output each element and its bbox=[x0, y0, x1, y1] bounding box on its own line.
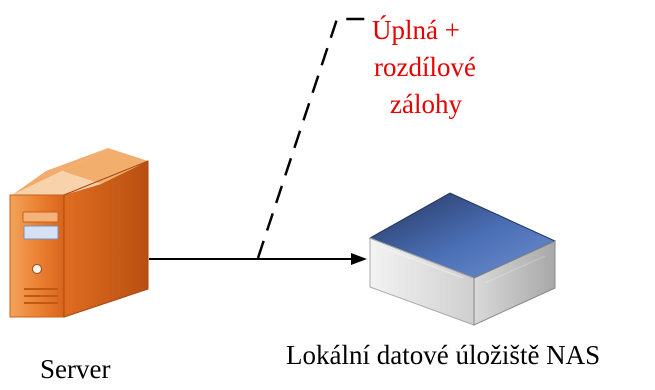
note-line-2: rozdílové bbox=[374, 52, 476, 82]
backup-note: Úplná + rozdílové zálohy bbox=[372, 12, 522, 123]
note-line-3: zálohy bbox=[390, 89, 462, 119]
server-tower-icon bbox=[9, 148, 149, 318]
dashed-leader-line bbox=[256, 17, 373, 259]
note-line-1: Úplná + bbox=[372, 15, 460, 45]
nas-label: Lokální datové úložiště NAS bbox=[286, 340, 601, 370]
nas-device-icon bbox=[368, 192, 557, 326]
server-label: Server bbox=[40, 354, 111, 384]
connection-arrow bbox=[149, 253, 367, 265]
